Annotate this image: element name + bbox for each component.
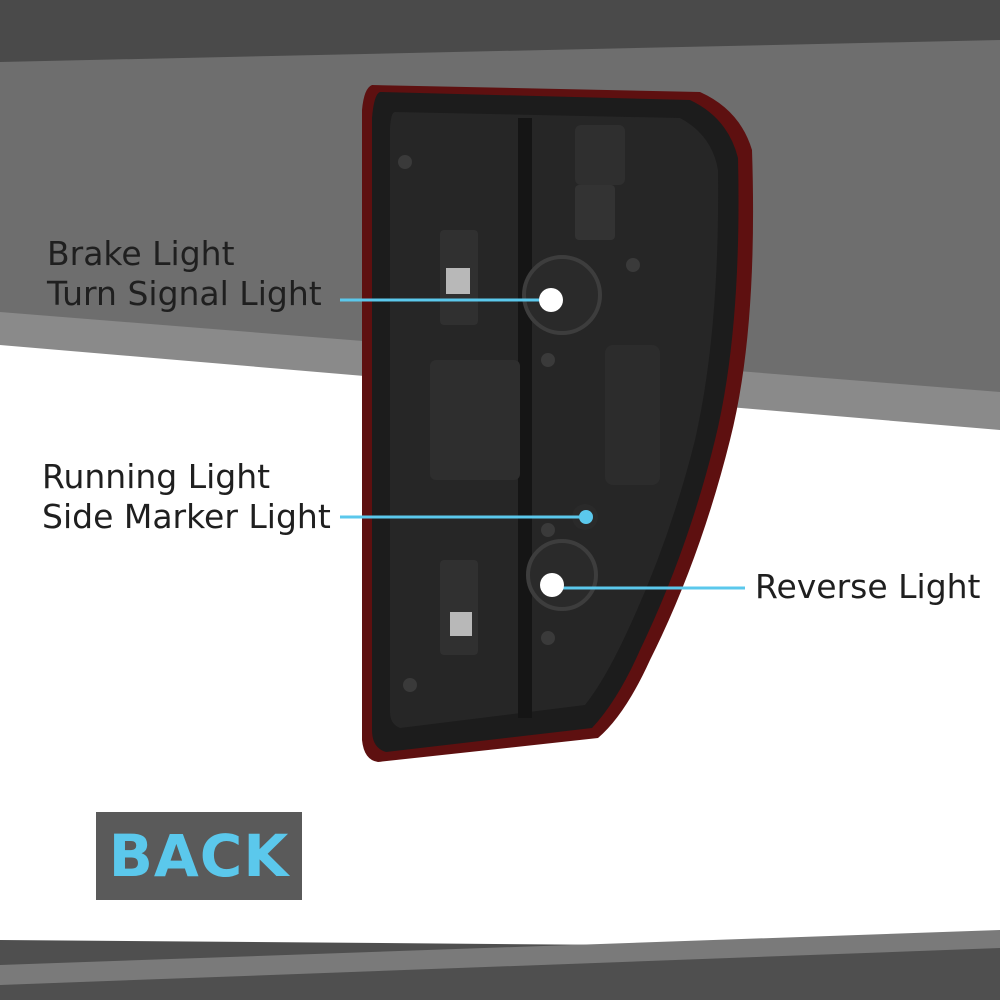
turn-signal-label: Turn Signal Light: [47, 274, 322, 313]
running-bulb-dot: [579, 510, 593, 524]
brake-light-label: Brake Light: [47, 234, 235, 273]
reverse-label: Reverse Light: [755, 567, 981, 607]
running-marker-label: Running Light Side Marker Light: [42, 457, 331, 537]
running-light-label: Running Light: [42, 457, 271, 496]
reverse-light-label: Reverse Light: [755, 567, 981, 606]
back-badge: BACK: [96, 812, 302, 900]
back-badge-text: BACK: [108, 822, 290, 890]
side-marker-label: Side Marker Light: [42, 497, 331, 536]
callout-lines: [340, 288, 745, 597]
reverse-bulb-dot: [540, 573, 564, 597]
brake-turn-label: Brake Light Turn Signal Light: [47, 234, 322, 314]
brake-bulb-dot: [539, 288, 563, 312]
tail-light-housing: [362, 85, 754, 762]
